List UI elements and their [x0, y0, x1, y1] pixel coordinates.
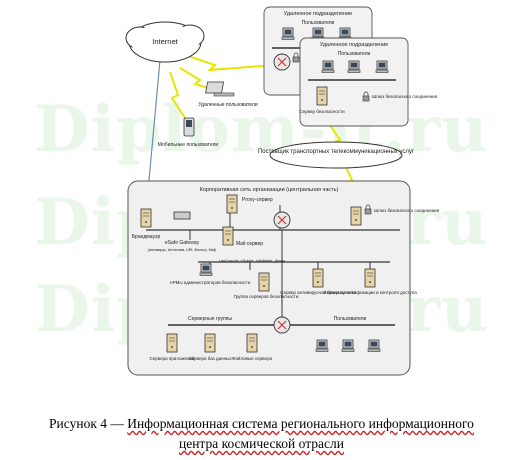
server-icon — [246, 333, 258, 353]
firewall-label: Брандмауэр — [132, 234, 161, 240]
esafe-sub: (антивирус, Антиспам, URL-Фильтр, Mail) — [148, 248, 217, 252]
remote-office-2-gateway: Шлюз безопасного соединения — [372, 94, 438, 99]
mobile-users: Мобильные пользователи — [158, 117, 219, 148]
remote-office-2-users: Пользователи — [338, 51, 371, 57]
server-icon — [312, 268, 324, 288]
link-internet-remote — [184, 54, 276, 72]
link-internet-mobile — [169, 71, 186, 119]
mobile-users-label: Мобильные пользователи — [158, 142, 219, 148]
remote-office-1-users: Пользователи — [302, 20, 335, 26]
corporate-title: Корпоративная сеть организации (централь… — [200, 187, 339, 193]
remote-users: Удаленные пользователи — [198, 81, 258, 108]
server-icon — [258, 272, 270, 292]
figure-caption-line-2: центра космической отрасли — [0, 436, 523, 452]
proxy-label: Proxy-сервер — [242, 197, 273, 203]
server-icon — [364, 268, 376, 288]
server-icon — [316, 86, 328, 106]
figure-caption-line-1: Рисунок 4 — Информационная система регио… — [0, 416, 523, 432]
pc-icon — [315, 339, 329, 352]
file-servers-label: Файловые сервера — [232, 355, 273, 361]
pc-icon — [375, 60, 389, 73]
security-group-sub: LanGuardia, eSpider, Intellislate, Декор — [219, 259, 286, 263]
caption-line1: Информационная система регионального инф… — [127, 416, 474, 431]
remote-office-2: Удаленное подразделение Пользователи Сер… — [299, 37, 438, 127]
remote-office-1-title: Удаленное подразделение — [284, 11, 352, 17]
router-icon — [273, 53, 291, 71]
auth-label: Сервер аутентификации и контроля доступа — [323, 290, 417, 295]
server-icon — [166, 333, 178, 353]
pc-icon — [341, 339, 355, 352]
security-group-label: Группа серверов безопасности — [234, 294, 299, 299]
corporate-network: Корпоративная сеть организации (централь… — [127, 180, 440, 376]
db-servers-label: Сервера баз данных — [188, 356, 232, 361]
remote-office-2-title: Удаленное подразделение — [320, 42, 388, 48]
server-icon — [204, 333, 216, 353]
pc-icon — [367, 339, 381, 352]
corp-users-label: Пользователи — [334, 316, 367, 322]
esafe-label: eSafe Gateway — [165, 240, 200, 246]
arm-label: АРМы администраторов безопасности — [170, 280, 251, 285]
server-group-label: Серверные группы — [188, 316, 232, 322]
remote-office-2-security-server: Сервер безопасности — [299, 109, 345, 114]
router-icon — [273, 211, 291, 229]
pc-icon — [321, 60, 335, 73]
internet-cloud: Internet — [125, 21, 205, 63]
pc-icon — [347, 60, 361, 73]
caption-prefix: Рисунок 4 — — [49, 416, 128, 431]
provider-cloud: Поставщик транспортных телекоммуникацион… — [258, 141, 415, 169]
mail-label: Mail-сервер — [236, 241, 263, 247]
corp-gateway-label: Шлюз безопасного соединения — [374, 208, 440, 213]
caption-line2: центра космической отрасли — [178, 436, 344, 451]
server-icon — [226, 194, 238, 214]
provider-label: Поставщик транспортных телекоммуникацион… — [258, 149, 415, 155]
pc-icon — [281, 27, 295, 40]
pc-icon — [199, 263, 213, 276]
app-servers-label: Сервера приложений — [150, 355, 195, 361]
antivirus-label: Сервер антивирусной безопасности — [280, 289, 356, 295]
remote-users-label: Удаленные пользователи — [198, 102, 257, 108]
esafe-icon — [173, 211, 191, 220]
firewall-icon — [140, 208, 152, 228]
server-icon — [222, 226, 234, 246]
router-icon — [273, 316, 291, 334]
server-icon — [350, 206, 362, 226]
internet-label: Internet — [152, 37, 178, 46]
